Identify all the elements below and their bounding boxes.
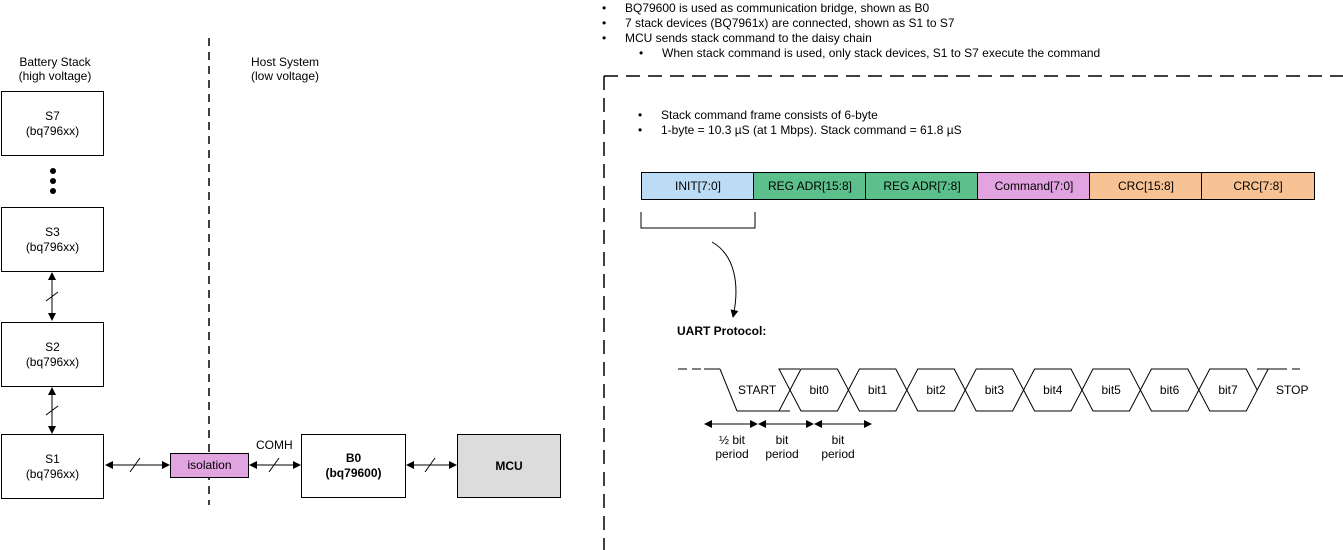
frame-byte-reg-adr-high: REG ADR[15:8]: [753, 172, 867, 200]
period-line1: ½ bit: [718, 433, 745, 447]
device-part: (bq796xx): [25, 123, 80, 138]
uart-bit-label: bit5: [1101, 383, 1121, 397]
bit-period-label: bit period: [808, 433, 868, 461]
init-bracket: [640, 212, 756, 229]
device-name: S3: [45, 224, 60, 239]
stack-device-s7: S7 (bq796xx): [1, 91, 104, 156]
uart-bit-label: bit0: [809, 383, 829, 397]
uart-bit-label: bit7: [1218, 383, 1238, 397]
stack-device-s3: S3 (bq796xx): [1, 207, 104, 272]
bullet-stack-devices: 7 stack devices (BQ7961x) are connected,…: [602, 16, 954, 31]
device-part: (bq796xx): [25, 239, 80, 254]
period-line2: period: [715, 447, 749, 461]
uart-waveform: [678, 368, 800, 412]
ellipsis-dot: [50, 188, 56, 194]
stack-device-s2: S2 (bq796xx): [1, 322, 104, 387]
uart-stop-label: STOP: [1276, 383, 1309, 397]
period-line2: period: [765, 447, 799, 461]
stack-device-s1: S1 (bq796xx): [1, 434, 104, 499]
uart-start-label: START: [738, 383, 777, 397]
battery-stack-title: Battery Stack: [19, 55, 91, 69]
bullet-mcu-command: MCU sends stack command to the daisy cha…: [602, 31, 872, 46]
frame-bullet-bytes: Stack command frame consists of 6-byte: [638, 108, 878, 123]
frame-byte-init: INIT[7:0]: [641, 172, 755, 200]
frame-byte-reg-adr-low: REG ADR[7:8]: [865, 172, 979, 200]
mcu-label: MCU: [495, 458, 523, 473]
frame-byte-crc-low: CRC[7:8]: [1201, 172, 1315, 200]
ellipsis-dot: [50, 168, 56, 174]
uart-bit-label: bit4: [1043, 383, 1063, 397]
isolation-block: isolation: [170, 453, 249, 478]
uart-stop-transition: [1256, 368, 1270, 391]
uart-bit-label: bit3: [984, 383, 1005, 397]
bit-period-label: bit period: [752, 433, 812, 461]
zoom-arrow: [711, 241, 739, 318]
half-bit-period-label: ½ bit period: [702, 433, 762, 461]
host-system-title: Host System: [250, 55, 319, 69]
ellipsis-dot: [50, 178, 56, 184]
uart-title: UART Protocol:: [677, 324, 767, 338]
period-line1: bit: [831, 433, 845, 447]
device-name: B0: [345, 451, 362, 465]
device-name: S1: [45, 451, 60, 466]
frame-bullet-timing: 1-byte = 10.3 µS (at 1 Mbps). Stack comm…: [638, 123, 962, 138]
device-name: S2: [45, 339, 60, 354]
sub-bullet-stack-execute: When stack command is used, only stack d…: [639, 46, 1100, 61]
bridge-device-b0: B0 (bq79600): [301, 434, 406, 498]
frame-byte-crc-high: CRC[15:8]: [1089, 172, 1203, 200]
uart-bit-label: bit1: [867, 383, 888, 397]
device-part: (bq796xx): [25, 354, 80, 369]
isolation-label: isolation: [187, 458, 232, 472]
host-system-subtitle: (low voltage): [250, 69, 320, 83]
device-part: (bq79600): [325, 466, 382, 480]
device-name: S7: [45, 108, 60, 123]
uart-bit-label: bit2: [926, 383, 946, 397]
bullet-bridge: BQ79600 is used as communication bridge,…: [602, 1, 929, 16]
device-part: (bq796xx): [25, 466, 80, 481]
period-line1: bit: [775, 433, 789, 447]
comh-label: COMH: [256, 438, 293, 452]
uart-bit-label: bit6: [1159, 383, 1180, 397]
frame-byte-command: Command[7:0]: [977, 172, 1091, 200]
battery-stack-subtitle: (high voltage): [18, 69, 92, 83]
period-line2: period: [821, 447, 855, 461]
mcu-block: MCU: [457, 434, 561, 498]
